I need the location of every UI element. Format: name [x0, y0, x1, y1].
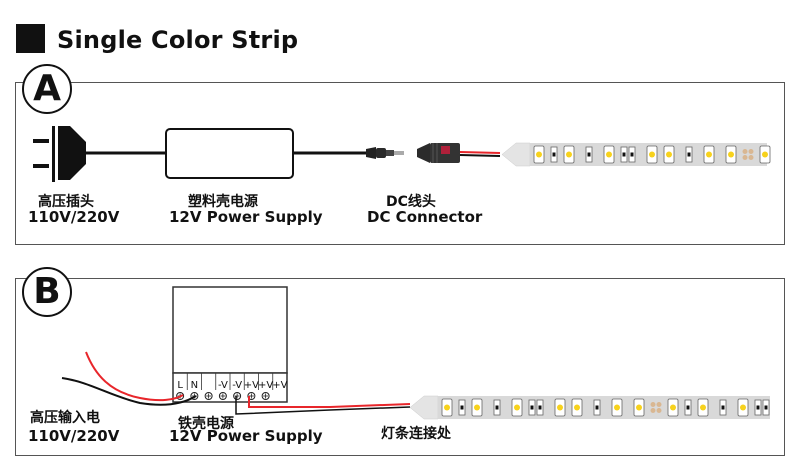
terminal-label: +V [244, 380, 259, 391]
led-dot [740, 404, 746, 411]
plug-label-zh: 高压插头 [38, 194, 94, 210]
resistor-body [495, 405, 499, 410]
resistor-body [552, 152, 556, 157]
input-label-zh: 高压输入电 [30, 410, 100, 426]
led-dot [536, 151, 542, 158]
panel-b-badge: B [22, 267, 72, 317]
metal-psu-label-zh: 铁壳电源 [178, 416, 234, 432]
strip-joint-label-zh: 灯条连接处 [381, 426, 451, 442]
led-dot [614, 404, 620, 411]
resistor-body [622, 152, 626, 157]
led-dot [566, 151, 572, 158]
led-dot [706, 151, 712, 158]
cut-point-pad [748, 155, 754, 160]
dc-plug-icon [366, 147, 404, 159]
cut-point-pad [650, 408, 656, 413]
black-wire [459, 154, 501, 157]
red-wire [459, 151, 501, 154]
metal-psu-label-en: 12V Power Supply [169, 427, 323, 445]
terminal-label: -V [218, 380, 228, 391]
cut-point-pad [742, 149, 748, 154]
page-title: Single Color Strip [57, 26, 299, 54]
psu-label-en: 12V Power Supply [169, 208, 323, 226]
terminal-label: N [191, 380, 198, 391]
dc-jack-connector-icon [417, 143, 460, 163]
terminal-label: +V [272, 380, 287, 391]
cut-point-pad [748, 149, 754, 154]
led-dot [606, 151, 612, 158]
resistor-body [721, 405, 725, 410]
resistor-body [587, 152, 591, 157]
cut-point-pad [742, 155, 748, 160]
led-dot [444, 404, 450, 411]
led-strip-icon [501, 142, 771, 167]
led-strip-icon [409, 395, 770, 420]
led-dot [636, 404, 642, 411]
led-dot [557, 404, 563, 411]
resistor-body [595, 405, 599, 410]
resistor-body [687, 152, 691, 157]
psu-label-zh: 塑料壳电源 [188, 194, 258, 210]
led-dot [649, 151, 655, 158]
led-dot [514, 404, 520, 411]
terminal-label: +V [258, 380, 273, 391]
power-plug-icon [33, 126, 86, 182]
resistor-body [530, 405, 534, 410]
output-red-wire [248, 396, 411, 408]
output-black-wire [235, 396, 411, 415]
resistor-body [756, 405, 760, 410]
resistor-body [460, 405, 464, 410]
led-dot [700, 404, 706, 411]
resistor-body [630, 152, 634, 157]
panel-a-badge: A [22, 64, 72, 114]
led-dot [762, 151, 768, 158]
terminal-label: L [177, 380, 183, 391]
plug-label-en: 110V/220V [28, 208, 120, 226]
panel-b [15, 278, 785, 456]
resistor-body [538, 405, 542, 410]
resistor-body [686, 405, 690, 410]
title-marker-icon [16, 24, 45, 53]
led-dot [670, 404, 676, 411]
cut-point-pad [656, 408, 662, 413]
cut-point-pad [650, 402, 656, 407]
cut-point-pad [656, 402, 662, 407]
connector-label-zh: DC线头 [386, 194, 436, 210]
connector-label-en: DC Connector [367, 208, 483, 226]
input-red-wire [85, 351, 184, 402]
led-dot [666, 151, 672, 158]
strip-end-cap [409, 395, 439, 420]
led-dot [728, 151, 734, 158]
led-dot [574, 404, 580, 411]
resistor-body [764, 405, 768, 410]
input-label-en: 110V/220V [28, 427, 120, 445]
led-dot [474, 404, 480, 411]
input-black-wire [61, 377, 197, 406]
terminal-label: -V [232, 380, 242, 391]
